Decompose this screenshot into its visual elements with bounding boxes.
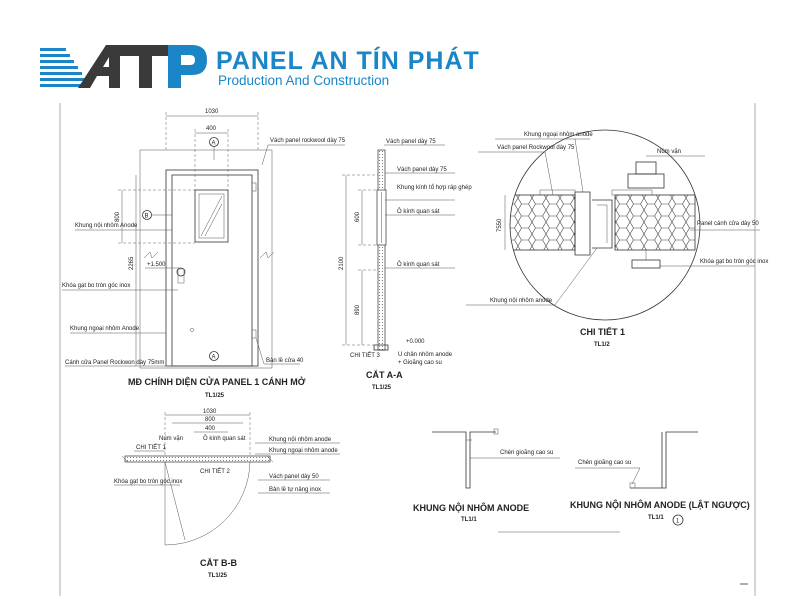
lock-lever (631, 259, 661, 269)
hinge-bottom (251, 329, 257, 339)
label-bb-o-kinh: Ô kính quan sát (203, 435, 246, 442)
svg-text:B: B (145, 214, 149, 220)
profile-2-scale: TL1/1 (648, 515, 664, 521)
door-swing-arc (164, 461, 251, 546)
dim-height-2265: 2265 (129, 256, 135, 270)
label-bb-ban-le: Bản lề tự nâng inox (269, 487, 321, 493)
front-view-title: MĐ CHÍNH DIỆN CỬA PANEL 1 CÁNH MỞ (128, 376, 306, 387)
brand-logo: PANEL AN TÍN PHÁT Production And Constru… (40, 45, 480, 88)
door-panel-core (614, 194, 696, 251)
label-ban-le: Bản lề cửa 40 (266, 357, 304, 364)
atp-logo-mark (40, 45, 207, 88)
callout-1 (672, 514, 684, 526)
profile-khung-noi: Chèn gioăng cao su KHUNG NỘI NHÔM ANODE … (413, 428, 620, 533)
svg-text:A: A (212, 141, 216, 147)
outer-frame-profile (574, 191, 591, 256)
label-canh-cua: Cánh cửa Panel Rockwon dày 75mm (65, 359, 164, 366)
label-d1-khung-noi: Khung nội nhôm anode (490, 298, 553, 304)
front-view-scale: TL1/25 (205, 393, 225, 399)
section-bb-scale: TL1/25 (208, 573, 228, 579)
label-d1-panel-canh: Panel cánh cửa dày 50 (697, 220, 759, 227)
section-aa-title: CẮT A-A (366, 370, 403, 380)
profile-2-title: KHUNG NỘI NHÔM ANODE (LẬT NGƯỢC) (570, 499, 750, 510)
section-aa-scale: TL1/25 (372, 385, 392, 391)
label-d1-num-van: Núm vặn (657, 149, 681, 155)
callout-a-bottom (209, 351, 219, 361)
section-aa: 2100 600 890 Vách panel dày 75 Vách pane… (339, 139, 472, 391)
label-chi-tiet-3: CHI TIẾT 3 (350, 352, 380, 359)
label-aa-khung-kinh: Khung kính tổ hợp ráp ghép (397, 184, 472, 191)
front-elevation: 1030 400 A 800 2265 +1.500 B A Khung nội… (62, 109, 346, 399)
knob-icon (635, 161, 657, 175)
label-bb-num-van: Núm vặn (159, 436, 183, 442)
section-aa-panel (377, 149, 386, 351)
svg-text:1: 1 (676, 519, 680, 525)
label-aa-vach-top: Vách panel dày 75 (386, 139, 436, 145)
brand-tagline: Production And Construction (218, 73, 389, 88)
label-khung-noi: Khung nội nhôm Anode (75, 223, 138, 229)
label-aa-vach2: Vách panel dày 75 (397, 167, 447, 173)
label-p1-gioang: Chèn gioăng cao su (500, 450, 553, 456)
label-aa-level: +0.000 (406, 339, 425, 345)
dim-890: 890 (355, 304, 361, 315)
brand-name: PANEL AN TÍN PHÁT (216, 46, 480, 75)
label-d1-khoa: Khóa gạt bo tròn góc inox (700, 259, 768, 265)
door-leaf (171, 174, 253, 367)
label-bb-vach: Vách panel dày 50 (269, 474, 319, 480)
label-bb-chi-tiet1: CHI TIẾT 1 (136, 444, 166, 451)
section-bb: 1030 800 400 Núm vặn Ô kính quan sát CHI… (114, 409, 340, 579)
label-gioang: + Gioăng cao su (398, 360, 442, 366)
level-1500: +1.500 (147, 262, 166, 268)
detail-1-title: CHI TIẾT 1 (580, 327, 625, 337)
label-d1-vach: Vách panel Rockwool dày 75 (497, 145, 575, 151)
label-bb-khoa: Khóa gạt bo tròn góc inox (114, 479, 182, 485)
detail-1: 7550 Khung ngoại nhôm anode Vách panel R… (466, 129, 768, 348)
profile-1-scale: TL1/1 (461, 517, 477, 523)
dim-bb-1030: 1030 (203, 409, 217, 415)
vision-panel (194, 189, 229, 243)
profile-khung-noi-flipped: Chèn gioăng cao su KHUNG NỘI NHÔM ANODE … (570, 431, 750, 526)
dim-2100: 2100 (339, 256, 345, 270)
label-aa-o-kinh1: Ô kính quan sát (397, 208, 440, 215)
hinge-top (251, 182, 257, 192)
wall-outline (139, 149, 273, 369)
label-d1-khung-ngoai: Khung ngoại nhôm anode (524, 132, 593, 138)
label-p2-gioang: Chèn gioăng cao su (578, 460, 631, 466)
dim-bb-800: 800 (205, 417, 216, 423)
dim-width-1030: 1030 (205, 109, 219, 115)
dim-width-400: 400 (206, 126, 217, 132)
label-khoa: Khóa gạt bo tròn góc inox (62, 283, 130, 289)
dim-bb-400: 400 (205, 426, 216, 432)
wall-panel-core (510, 194, 576, 251)
label-aa-o-kinh2: Ô kính quan sát (397, 261, 440, 268)
label-bb-chi-tiet2: CHI TIẾT 2 (200, 468, 230, 475)
profile-1-title: KHUNG NỘI NHÔM ANODE (413, 502, 529, 513)
section-bb-title: CẮT B-B (200, 558, 237, 568)
door-lock-handle (176, 267, 186, 277)
dim-height-800: 800 (115, 211, 121, 222)
label-vach-panel: Vách panel rockwool dày 75 (270, 138, 346, 144)
label-u-chan: U chân nhôm anode (398, 352, 453, 358)
inner-frame-profile (592, 199, 613, 249)
label-bb-khung-ngoai: Khung ngoại nhôm anode (269, 448, 338, 454)
section-bb-wall (124, 455, 271, 463)
svg-text:A: A (212, 355, 216, 361)
dim-7550: 7550 (497, 218, 503, 232)
label-bb-khung-noi: Khung nội nhôm anode (269, 437, 332, 443)
dim-600: 600 (355, 211, 361, 222)
label-khung-ngoai: Khung ngoại nhôm Anode (70, 326, 140, 332)
u-channel (373, 344, 389, 351)
detail-1-scale: TL1/2 (594, 342, 610, 348)
